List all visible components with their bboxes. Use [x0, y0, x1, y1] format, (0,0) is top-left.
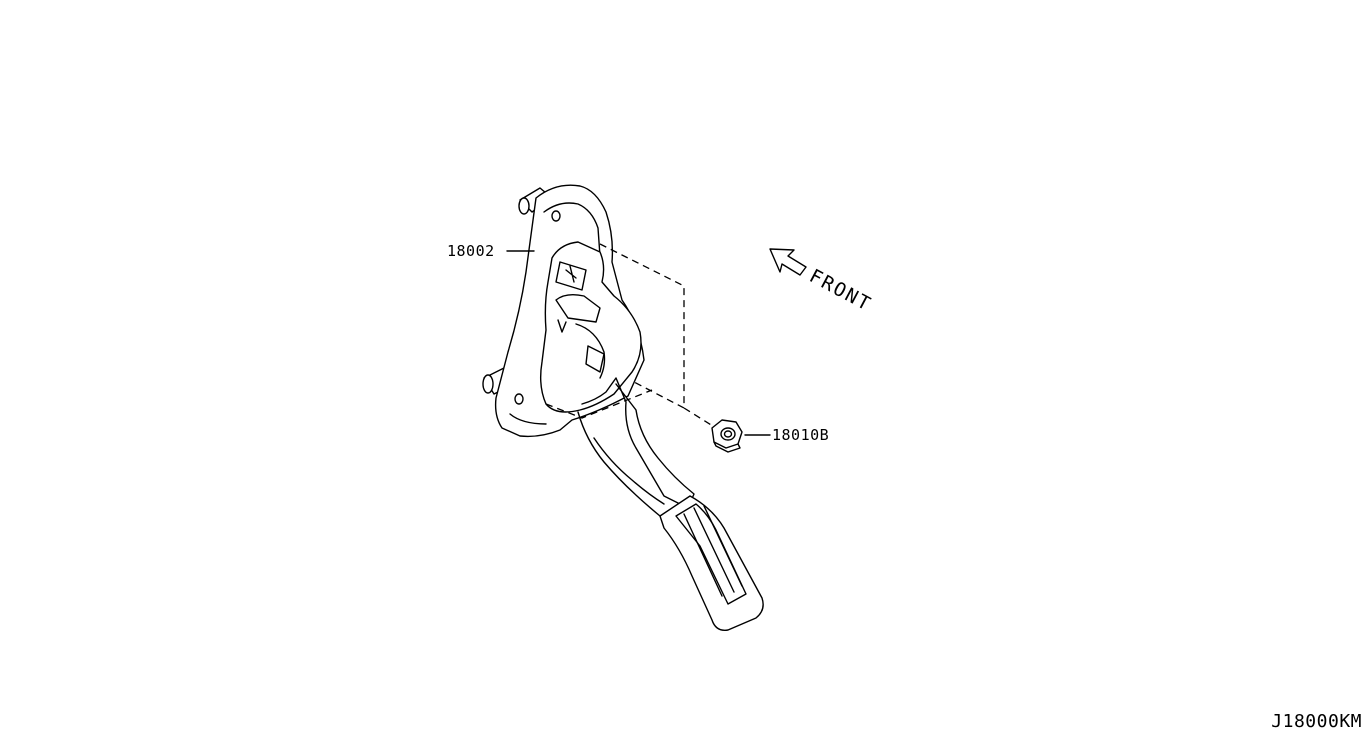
part-label-18010B: 18010B	[772, 426, 829, 444]
foot-pad	[659, 495, 764, 631]
diagram-id: J18000KM	[1271, 711, 1362, 732]
front-direction-label: FRONT	[806, 265, 876, 316]
bolt-hole-upper	[551, 210, 561, 222]
flange-nut	[711, 419, 743, 453]
part-label-18002: 18002	[447, 242, 495, 260]
bolt-hole-lower	[514, 393, 524, 405]
accelerator-pedal-assembly	[482, 184, 764, 631]
pedal-arm	[581, 377, 695, 509]
front-direction-arrow	[769, 248, 807, 276]
